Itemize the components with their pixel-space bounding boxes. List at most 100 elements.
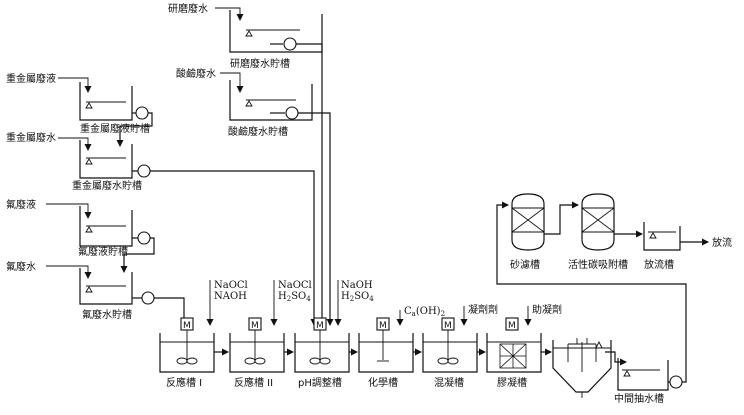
reaction-tank-2-impeller-right — [254, 357, 266, 365]
sand-filter-vessel — [511, 193, 545, 251]
mixing-tank-motor-label: M — [444, 321, 452, 331]
mixing-tank-label: 混凝槽 — [434, 376, 464, 389]
fluoride-water-tank-label: 氟廢水貯槽 — [82, 308, 132, 321]
reaction-tank-1-impeller-right — [186, 357, 198, 365]
grind-to-ph-line — [296, 43, 326, 326]
grind-inflow-arrow — [215, 7, 244, 21]
heavy-water-tank — [79, 140, 133, 179]
reaction-tank-2-impeller-left — [244, 357, 256, 365]
heavy-metal-liquid-group: 重金屬廢液 重金屬廢液貯槽 — [6, 72, 153, 147]
sand-to-carbon-line — [544, 201, 579, 235]
mixing-tank-body — [422, 333, 478, 373]
grind-level-marker-icon — [245, 30, 253, 37]
pump-to-sand-filter-line — [496, 201, 687, 383]
heavy-metal-liquid-label: 重金屬廢液 — [6, 72, 56, 85]
coagulant-label: 凝劑劑 — [468, 303, 498, 316]
reaction-tank-1-motor-label: M — [183, 321, 191, 331]
heavy-water-to-ph-line — [150, 170, 318, 326]
reaction-tank-2-label: 反應槽 II — [234, 376, 273, 389]
heavy-liquid-level-marker-icon — [85, 102, 93, 109]
reaction-tank-1-label: 反應槽 I — [166, 376, 202, 389]
fluoride-water-group: 氟廢水 氟廢水貯槽 — [6, 260, 188, 326]
clarifier-weir-icon — [595, 340, 603, 349]
heavy-liquid-pump-icon — [135, 106, 149, 120]
fluoride-water-inflow-arrow — [46, 265, 92, 279]
grind-tank — [229, 10, 323, 53]
discharge-label: 放流 — [712, 236, 732, 249]
grind-tank-label: 研磨廢水貯槽 — [230, 57, 290, 70]
heavy-metal-water-label: 重金屬廢水 — [6, 131, 56, 144]
grind-wastewater-label: 研磨廢水 — [168, 2, 208, 15]
intermediate-tank-body — [617, 358, 669, 391]
reaction-tank-1: M 反應槽 I NaOCl NAOH — [159, 280, 248, 389]
ph-chem-line2: H2SO4 — [341, 291, 374, 303]
acid-pump-icon — [285, 106, 299, 120]
acid-wastewater-group: 酸鹼廢水 酸鹼廢水貯槽 — [176, 67, 313, 138]
reaction-tank-1-impeller-left — [176, 357, 188, 365]
chemical-tank-motor-label: M — [379, 321, 387, 331]
r2-chem-line2: H2SO4 — [278, 291, 311, 303]
r1-chem-line2: NAOH — [214, 291, 247, 302]
fluoride-water-pump-icon — [141, 291, 155, 305]
fluoride-liquid-tank-label: 氟廢液貯槽 — [78, 245, 128, 258]
clarifier-drive — [576, 338, 588, 344]
floc-tank-motor-label: M — [508, 321, 516, 331]
intermediate-level-marker-icon — [623, 370, 631, 377]
reaction-tank-2-motor-label: M — [251, 321, 259, 331]
ph-adjust-tank: M pH調整槽 NaOH H2SO4 — [294, 280, 374, 389]
ph-tank-impeller-right — [319, 357, 331, 365]
discharge-tank-body — [643, 222, 681, 251]
floc-tank-body — [486, 333, 542, 373]
ph-tank-motor-label: M — [316, 321, 324, 331]
heavy-liquid-to-water-line — [116, 112, 153, 147]
ph-tank-label: pH調整槽 — [298, 376, 342, 389]
fluoride-liquid-inflow-arrow — [46, 203, 92, 219]
heavy-water-inflow-arrow — [58, 137, 92, 151]
chemical-tank-label: 化學槽 — [368, 376, 398, 389]
reaction-tank-2: M 反應槽 II NaOCl H2SO4 — [229, 280, 312, 389]
mixing-tank-impeller-left — [437, 357, 449, 365]
acid-tank — [229, 80, 313, 121]
mixing-tank: M 混凝槽 凝劑劑 — [422, 303, 498, 389]
sand-filter-media — [511, 207, 545, 233]
mixing-tank-impeller-right — [447, 357, 459, 365]
heavy-water-pump-icon — [137, 164, 151, 178]
intermediate-tank-label: 中間抽水槽 — [614, 392, 664, 405]
heavy-metal-water-group: 重金屬廢水 重金屬廢水貯槽 — [6, 131, 151, 192]
fluoride-water-to-r1-line — [154, 297, 188, 326]
fluoride-liquid-level-marker-icon — [85, 226, 93, 233]
r2-chem-line1: NaOCl — [278, 280, 312, 291]
heavy-water-level-marker-icon — [85, 158, 93, 165]
discharge-level-marker-icon — [649, 232, 657, 239]
fluoride-liquid-pump-icon — [137, 231, 151, 245]
heavy-liquid-inflow-arrow — [58, 77, 92, 93]
fluoride-water-label: 氟廢水 — [6, 260, 36, 273]
grind-pump-icon — [283, 37, 297, 51]
ph-tank-body — [294, 333, 350, 373]
flocculant-label: 助凝劑 — [532, 303, 562, 316]
intermediate-tank: 中間抽水槽 — [614, 358, 683, 405]
intermediate-pump-icon — [669, 375, 683, 389]
floc-tank-motor-icon — [505, 317, 519, 331]
ph-chem-line1: NaOH — [341, 280, 373, 291]
acid-inflow-arrow — [220, 72, 244, 93]
ph-tank-impeller-left — [309, 357, 321, 365]
acid-wastewater-label: 酸鹼廢水 — [176, 67, 216, 80]
sand-filter-label: 砂濾槽 — [510, 258, 540, 271]
floc-tank: M 膠凝槽 助凝劑 — [486, 303, 562, 389]
reaction-tank-2-body — [229, 333, 285, 373]
fluoride-liquid-to-water-line — [120, 237, 155, 273]
acid-level-marker-icon — [245, 100, 253, 107]
chemical-tank-body — [358, 333, 414, 373]
heavy-liquid-tank — [79, 82, 133, 121]
clarifier-to-pump-tank-line — [605, 351, 627, 366]
chemical-tank: M 化學槽 Ca(OH)2 — [358, 306, 445, 389]
acid-tank-label: 酸鹼廢水貯槽 — [228, 125, 288, 138]
fluoride-water-tank — [79, 268, 133, 305]
fluoride-liquid-label: 氟廢液 — [6, 198, 36, 211]
activated-carbon-label: 活性碳吸附槽 — [568, 258, 628, 271]
fluoride-liquid-tank — [79, 206, 133, 247]
floc-tank-paddle-cross — [499, 343, 527, 369]
grind-wastewater-group: 研磨廢水 研磨廢水貯槽 — [168, 2, 323, 70]
